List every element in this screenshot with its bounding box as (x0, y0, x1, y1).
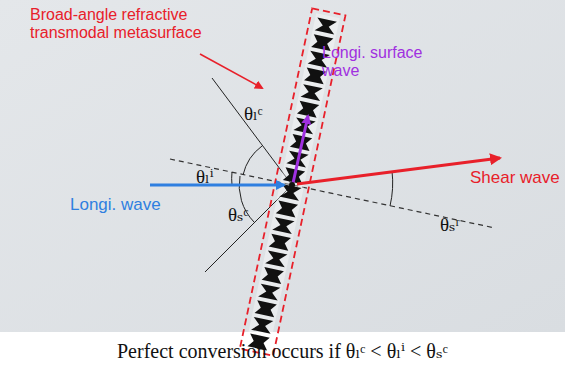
unit-cell (297, 101, 319, 118)
unit-cell (269, 234, 291, 251)
angle-arc (243, 146, 262, 175)
caption: Perfect conversion occurs if θₗᶜ < θₗⁱ <… (117, 340, 448, 363)
surface-wave-label: Longi. surface wave (322, 44, 442, 81)
longitudinal-wave-arrow (150, 184, 284, 187)
surface-wave-arrow (293, 116, 308, 183)
angle-label: θₛᶜ (228, 204, 248, 226)
critical-line (212, 78, 292, 185)
angle-label: θₗᶜ (244, 103, 263, 125)
shear-wave-label: Shear wave (470, 168, 560, 188)
longitudinal-wave-label: Longi. wave (70, 195, 161, 215)
unit-cell (272, 217, 294, 234)
metasurface-label: Broad-angle refractive transmodal metasu… (30, 6, 245, 43)
unit-cell (265, 250, 287, 267)
unit-cell (251, 317, 273, 334)
unit-cell (301, 84, 323, 101)
unit-cell (315, 18, 337, 35)
unit-cell (258, 284, 280, 301)
unit-cell (255, 300, 277, 317)
angle-label: θₛʳ (440, 214, 460, 236)
leader-arrow (200, 54, 262, 88)
unit-cell (262, 267, 284, 284)
unit-cell (276, 201, 298, 218)
incidence-point (289, 182, 295, 188)
angle-arc (390, 171, 393, 206)
shear-wave-arrow (297, 158, 500, 184)
angle-arc (231, 172, 232, 185)
angle-label: θₗⁱ (196, 166, 214, 188)
